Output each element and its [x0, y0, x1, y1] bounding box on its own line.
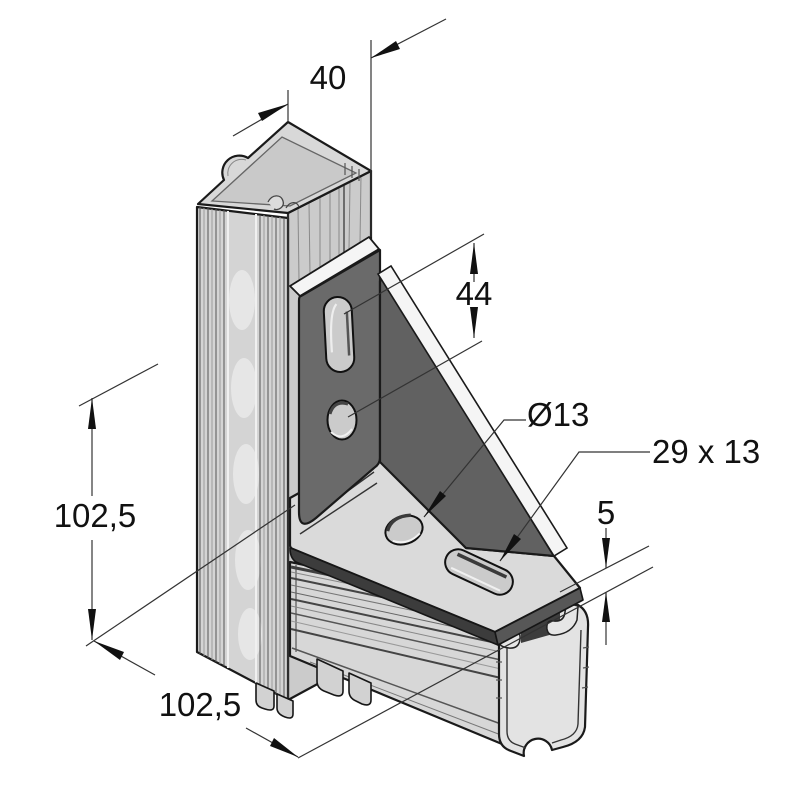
- dim-height-label: 102,5: [54, 497, 137, 534]
- dim-slot-label: 29 x 13: [652, 433, 760, 470]
- dim-40-label: 40: [310, 59, 347, 96]
- leg-top-edge: [288, 235, 381, 298]
- gusset-plate: [376, 264, 569, 558]
- dim-44-label: 44: [456, 275, 493, 312]
- dim-profile-width: 40: [232, 18, 447, 237]
- dim-dia13-label: Ø13: [527, 396, 589, 433]
- dim-slot-size: 29 x 13: [499, 433, 760, 562]
- dim-hole-spacing: 44: [343, 233, 493, 418]
- dim-length-label: 102,5: [159, 686, 242, 723]
- plate-end-edge: [494, 587, 584, 646]
- dim-vertical-length: 102,5: [54, 363, 296, 647]
- dim-plate-thickness: 5: [297, 494, 654, 759]
- dim-hole-diameter: Ø13: [423, 396, 589, 518]
- leg-slot: [322, 296, 356, 373]
- plate-front-edge: [289, 547, 499, 646]
- angle-bracket: [288, 235, 584, 646]
- plate-slot: [444, 548, 514, 596]
- post-end-tabs: [255, 682, 294, 719]
- gusset-edge-highlight: [376, 264, 569, 558]
- rail-end-tabs: [316, 658, 372, 706]
- leg-round-hole: [326, 399, 358, 441]
- dim-horizontal-length: 102,5: [93, 640, 299, 758]
- dimensions: 40 44 Ø13 29 x 13: [54, 18, 760, 759]
- dim-5-label: 5: [597, 494, 615, 531]
- plate-round-hole: [384, 513, 424, 546]
